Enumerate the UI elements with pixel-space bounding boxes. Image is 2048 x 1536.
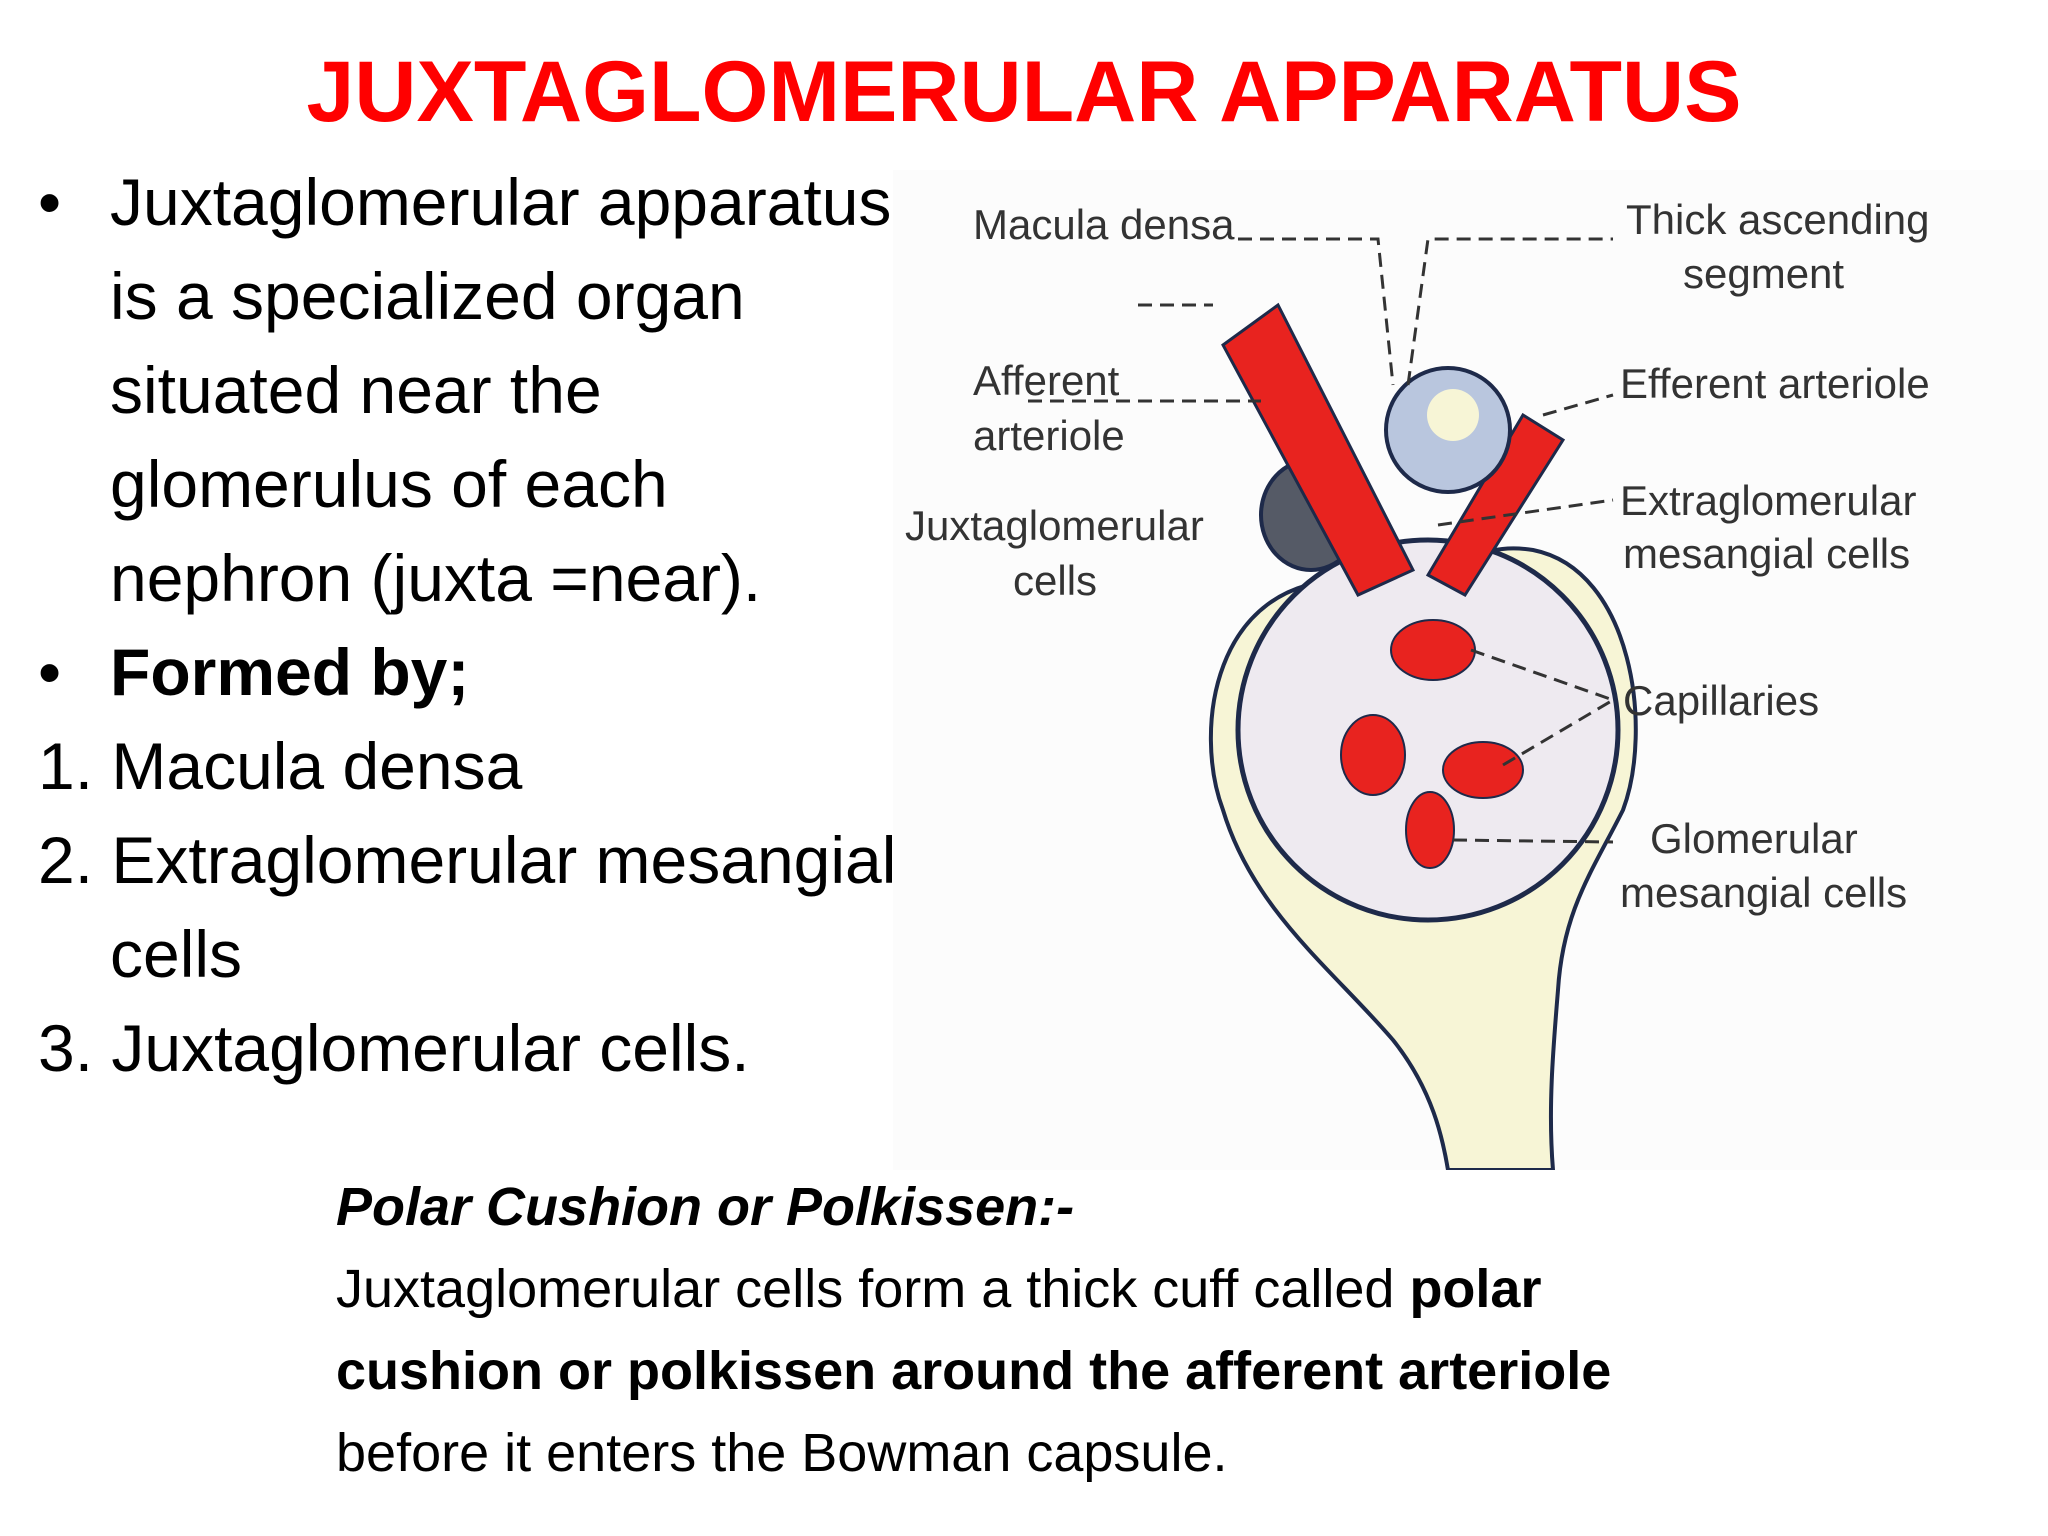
list-item: 1. Macula densa	[38, 729, 523, 803]
list-item: 2. Extraglomerular mesangial cells	[38, 823, 897, 991]
label-jg-cells: cells	[1013, 557, 1097, 604]
bullet-item-formed-by: • Formed by;	[38, 625, 898, 719]
list-item: 3. Juxtaglomerular cells.	[38, 1011, 750, 1085]
slide-title: JUXTAGLOMERULAR APPARATUS	[306, 44, 1742, 140]
label-arteriole: arteriole	[973, 412, 1125, 459]
label-extra-mesangial: mesangial cells	[1623, 530, 1910, 577]
bullet-text: Formed by;	[110, 635, 470, 709]
afferent-arteriole	[1221, 302, 1416, 597]
label-extraglomerular: Extraglomerular	[1620, 477, 1916, 524]
polar-text-plain: Juxtaglomerular cells form a thick cuff …	[336, 1259, 1410, 1319]
slide-text: • Juxtaglomerular apparatus is a special…	[38, 155, 898, 1145]
label-juxtaglomerular: Juxtaglomerular	[905, 502, 1204, 549]
polar-text-plain-end: before it enters the Bowman capsule.	[336, 1423, 1228, 1483]
label-efferent-arteriole: Efferent arteriole	[1620, 360, 1930, 407]
polar-cushion-section: Polar Cushion or Polkissen:- Juxtaglomer…	[336, 1166, 1756, 1494]
capillaries	[1340, 619, 1524, 869]
label-thick-ascending: Thick ascending	[1626, 196, 1930, 243]
label-segment: segment	[1683, 250, 1844, 297]
leader-lines	[1028, 237, 1614, 844]
label-glomerular: Glomerular	[1650, 815, 1858, 862]
label-glom-mesangial: mesangial cells	[1620, 869, 1907, 916]
bullet-text: Juxtaglomerular apparatus is a specializ…	[110, 165, 892, 615]
polar-description: Juxtaglomerular cells form a thick cuff …	[336, 1248, 1756, 1494]
label-macula-densa: Macula densa	[973, 201, 1235, 248]
label-afferent: Afferent	[973, 357, 1120, 404]
efferent-arteriole	[1425, 412, 1566, 597]
glomerulus	[1235, 537, 1621, 923]
polar-heading: Polar Cushion or Polkissen:-	[336, 1177, 1075, 1237]
label-capillaries: Capillaries	[1623, 677, 1819, 724]
bullet-icon: •	[38, 165, 62, 239]
polar-text-bold: polar cushion or polkissen around the af…	[336, 1259, 1612, 1401]
juxtaglomerular-diagram: Macula densa Thick ascending segment Aff…	[893, 170, 2048, 1170]
bullet-item-definition: • Juxtaglomerular apparatus is a special…	[38, 155, 898, 625]
bullet-icon: •	[38, 635, 62, 709]
